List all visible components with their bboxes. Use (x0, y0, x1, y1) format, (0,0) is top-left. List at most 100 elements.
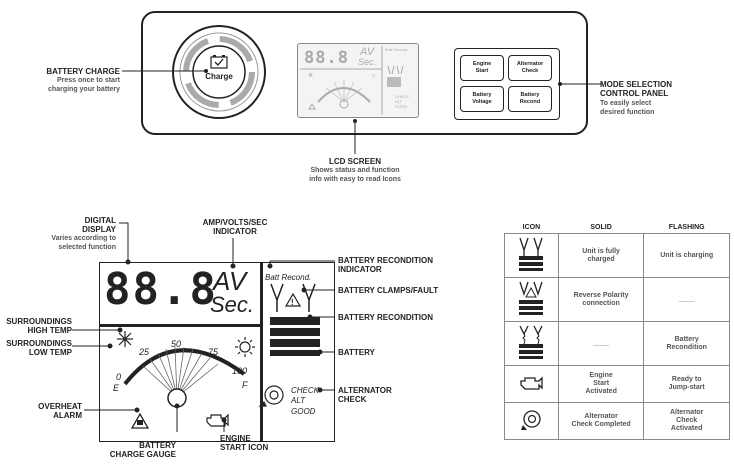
large-lcd-divider-v (260, 262, 263, 442)
lcd-screen-desc-2: info with easy to read Icons (309, 176, 401, 183)
legend-header-icon: ICON (522, 223, 541, 231)
surround-high-1: SURROUNDINGS (6, 317, 72, 326)
legend-solid-cell: ____ (557, 321, 645, 366)
battery-check-icon (210, 55, 228, 69)
engine-icon (206, 413, 229, 427)
lcd-screen-title: LCD SCREEN (328, 157, 381, 166)
large-lcd-recond-text: Batt Recond. (265, 273, 312, 282)
legend-text: Check Completed (571, 421, 631, 428)
battery-fault-icon (519, 281, 544, 315)
charge-gauge-2: CHARGE GAUGE (109, 450, 176, 459)
recond-indicator-2: INDICATOR (338, 265, 382, 274)
legend-text: connection (582, 299, 620, 307)
lcd-screen-leader (353, 119, 357, 154)
overheat-2: ALARM (53, 411, 82, 420)
legend-text: Jump-start (668, 384, 705, 391)
surround-high-2: HIGH TEMP (27, 326, 72, 335)
legend-icon-cell (504, 321, 559, 366)
legend-header-flashing: FLASHING (668, 223, 705, 231)
legend-flashing-cell: ____ (643, 277, 730, 322)
mini-lcd-alt: ALT (395, 99, 403, 104)
mode-panel-title-1: MODE SELECTION (600, 80, 673, 89)
large-lcd-divider-h (99, 324, 261, 327)
legend-text: Engine (589, 372, 613, 379)
charge-gauge-1: BATTERY (139, 441, 176, 450)
mini-lcd-recond: Batt Recond. (385, 47, 409, 52)
legend-text: ____ (678, 295, 695, 303)
fault-triangle-icon (284, 292, 302, 307)
legend-text: Alternator (584, 413, 618, 420)
legend-text: Reverse Polarity (573, 291, 629, 299)
mode-panel-title-2: CONTROL PANEL (600, 89, 669, 98)
legend-text: Battery (674, 335, 699, 343)
legend-header-row: ICON SOLID FLASHING (505, 221, 730, 234)
alternator-check-2: CHECK (338, 395, 367, 404)
battery-voltage-line1: Battery (472, 92, 492, 98)
legend-text: Unit is fully (582, 247, 620, 255)
engine-icon (520, 375, 544, 390)
legend-flashing-cell: Unit is charging (643, 233, 730, 278)
mini-lcd-screen: 88.8 AV Sec. Batt Recond. CHECK ALT GOOD… (297, 43, 419, 118)
large-lcd-good: GOOD (291, 407, 316, 416)
lcd-screen-desc-1: Shows status and function (310, 167, 400, 174)
battery-charge-leader (122, 69, 208, 73)
alternator-check-line1: Alternator (516, 61, 544, 67)
gauge-tick-75: 75 (208, 347, 219, 357)
gauge-f-label: F (242, 380, 248, 390)
mini-lcd-check: CHECK (395, 94, 410, 99)
gauge-tick-50: 50 (171, 339, 182, 349)
mini-lcd-graphics: ❄ ☼ (300, 46, 404, 115)
sun-icon (235, 337, 255, 357)
digital-display-desc-2: selected function (58, 244, 116, 251)
digital-display-title-2: DISPLAY (82, 225, 116, 234)
amp-volts-title-2: INDICATOR (213, 227, 257, 236)
charge-button[interactable]: Charge (193, 46, 245, 98)
gauge-e-label: E (113, 383, 120, 393)
engine-start-line1: Engine (472, 61, 492, 67)
svg-text:❄: ❄ (308, 72, 313, 79)
engine-start-line2: Start (475, 68, 489, 74)
battery-label: BATTERY (338, 348, 375, 357)
battery-charge-desc-1: Press once to start (56, 77, 120, 84)
mode-panel-desc-1: To easily select (600, 100, 652, 107)
large-lcd-graphics: ! (117, 283, 320, 429)
legend-icon-cell (504, 233, 559, 278)
svg-text:!: ! (291, 298, 294, 307)
large-lcd-digits: 88.8 (104, 264, 218, 315)
mode-panel-desc-2: desired function (600, 109, 655, 116)
overheat-1: OVERHEAT (38, 402, 82, 411)
gauge-tick-25: 25 (139, 347, 150, 357)
mini-lcd-digits: 88.8 (304, 48, 349, 68)
legend-text: Start (593, 380, 610, 387)
legend-text: Activated (670, 425, 703, 432)
battery-charge-desc-2: charging your battery (48, 86, 120, 93)
alternator-icon (521, 409, 542, 430)
snowflake-icon (117, 331, 133, 347)
legend-text: ____ (593, 339, 609, 347)
legend-text: Recondition (666, 343, 707, 351)
large-lcd-alt: ALT (291, 396, 306, 405)
battery-recond-line1: Battery (520, 92, 540, 98)
surround-low-1: SURROUNDINGS (6, 339, 72, 348)
digital-display-title-1: DIGITAL (84, 216, 116, 225)
battery-icon (270, 317, 320, 356)
